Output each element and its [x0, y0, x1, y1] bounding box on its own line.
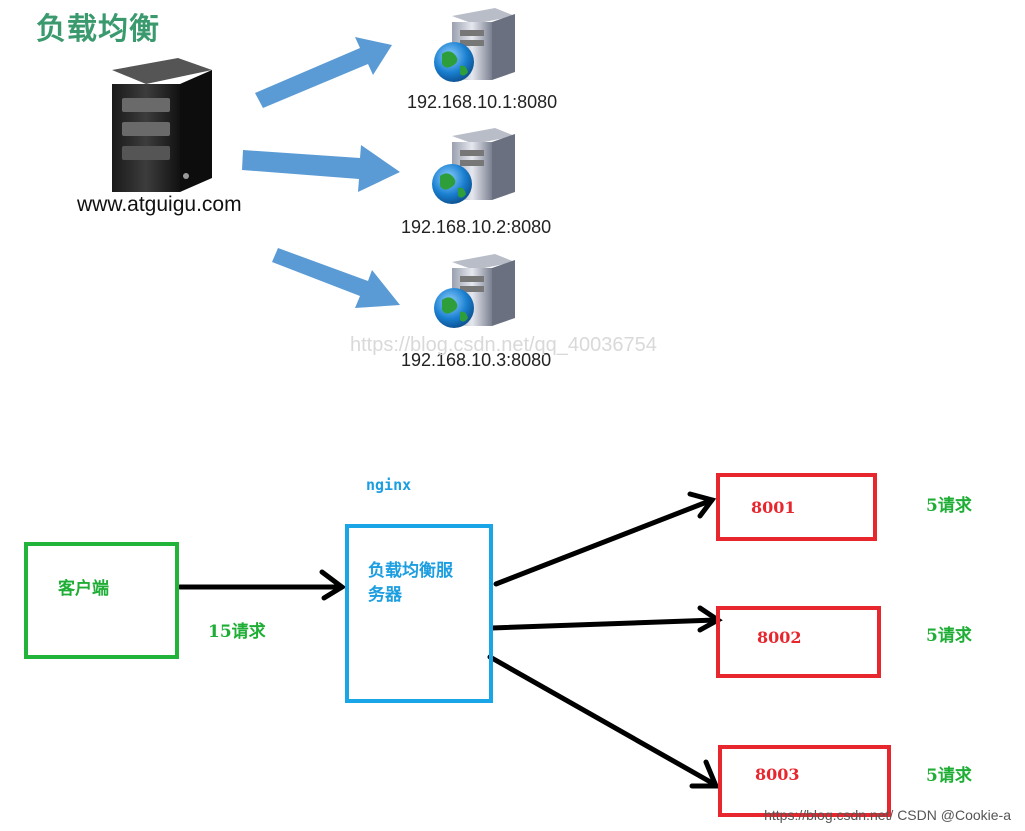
domain-label: www.atguigu.com — [77, 193, 242, 216]
requests-8001: 5请求 — [926, 496, 972, 516]
arrow-lb-to-8001 — [493, 491, 717, 587]
footer-credit: https://blog.csdn.net/ CSDN @Cookie-a — [764, 807, 1011, 823]
blue-arrow-2 — [242, 145, 400, 192]
client-label: 客户端 — [58, 579, 109, 599]
title-load-balancing: 负载均衡 — [36, 12, 160, 47]
port-8001: 8001 — [751, 498, 796, 517]
server-ip-2: 192.168.10.2:8080 — [401, 217, 552, 237]
server-icon-1 — [434, 8, 515, 82]
arrow-lb-to-8002 — [489, 605, 723, 633]
port-8002: 8002 — [757, 628, 802, 647]
lb-label-line1: 负载均衡服 — [368, 561, 453, 581]
server-box-8002 — [716, 606, 881, 678]
server-ip-3: 192.168.10.3:8080 — [401, 350, 552, 370]
port-8003: 8003 — [755, 765, 800, 784]
client-box — [24, 542, 179, 659]
server-box-8001 — [716, 473, 877, 541]
watermark-url: https://blog.csdn.net/qq_40036754 — [350, 334, 657, 356]
blue-arrow-3 — [272, 248, 400, 308]
arrow-lb-to-8003 — [487, 654, 720, 789]
server-box-8003 — [718, 745, 891, 817]
server-icon-2 — [432, 128, 515, 204]
load-balancer-box — [345, 524, 493, 703]
blue-arrow-1 — [255, 37, 392, 108]
arrow-client-to-lb — [177, 569, 347, 601]
requests-8002: 5请求 — [926, 626, 972, 646]
lb-label-line2: 务器 — [368, 585, 402, 605]
main-server-icon — [112, 58, 212, 192]
requests-8003: 5请求 — [926, 766, 972, 786]
nginx-label: nginx — [366, 476, 412, 494]
server-ip-1: 192.168.10.1:8080 — [407, 92, 558, 112]
client-requests-label: 15请求 — [208, 622, 266, 642]
server-icon-3 — [434, 254, 515, 328]
